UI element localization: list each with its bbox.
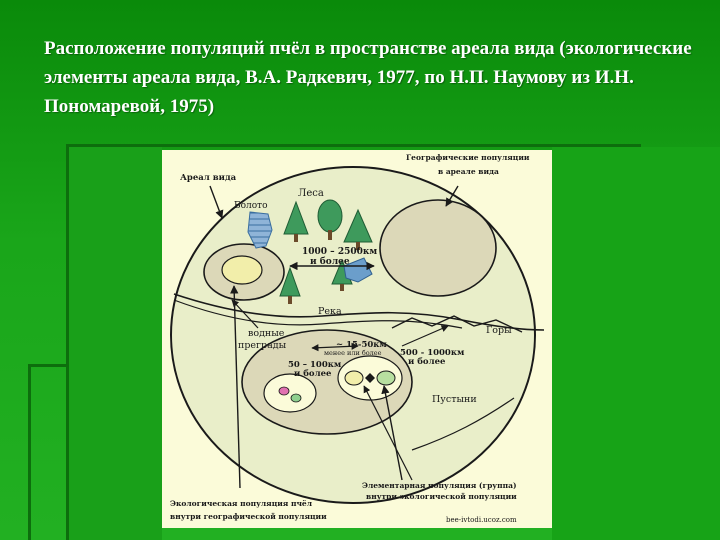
decor-bar-left	[66, 144, 69, 540]
elementary-diamond	[365, 373, 375, 383]
label-deserts: Пустыни	[432, 394, 477, 405]
forest-trees	[279, 199, 373, 304]
eco-population-left	[221, 255, 263, 285]
pointer-area	[209, 185, 224, 219]
label-river: Река	[318, 306, 342, 317]
label-dist-large-1: 1000 – 2500км	[302, 247, 377, 257]
pointer-elementary	[381, 385, 403, 481]
pointer-ecological	[230, 285, 241, 489]
label-elementary-1: Элементарная популяция (группа)	[362, 481, 517, 490]
label-ecological-1: Экологическая популяция пчёл	[170, 499, 313, 508]
label-area: Ареал вида	[180, 173, 237, 183]
decor-bar-top	[66, 144, 641, 147]
label-dist-small-2: менее или более	[324, 349, 382, 357]
elementary-group-2	[376, 370, 396, 386]
mountains-band	[391, 315, 523, 333]
decor-panel-right	[552, 147, 720, 540]
label-dist-50-100-2: и более	[294, 368, 332, 379]
arrow-mid-distance	[401, 325, 449, 347]
slide-title: Расположение популяций пчёл в пространст…	[44, 38, 692, 117]
label-dist-large-2: и более	[310, 256, 350, 267]
decor-bar-step	[28, 364, 68, 367]
geo-population-right	[379, 199, 497, 297]
watermark: bee-ivtodi.ucoz.com	[446, 516, 517, 524]
group-pink	[278, 386, 290, 396]
label-dist-mid-2: и более	[408, 356, 446, 367]
label-geo-populations-1: Географические популяции	[406, 153, 530, 162]
label-ecological-2: внутри географической популяции	[170, 512, 327, 521]
group-green	[290, 393, 302, 403]
label-dist-small-1: ~ 15-50км	[336, 340, 387, 350]
pointer-geo-pop	[445, 185, 459, 207]
desert-boundary	[411, 397, 515, 451]
swamp-area	[247, 211, 273, 249]
label-swamp: Болото	[234, 201, 268, 211]
eco-population-bottom-left	[263, 373, 317, 413]
diagram-svg: Ареал вида Географические популяции в ар…	[170, 153, 545, 524]
decor-panel-left	[69, 147, 162, 540]
label-geo-populations-2: в ареале вида	[438, 167, 499, 176]
label-elementary-2: внутри экологической популяции	[366, 492, 517, 501]
pointer-water	[231, 299, 259, 329]
elementary-group-1	[344, 370, 364, 386]
river-line	[173, 293, 545, 331]
pointer-elementary-2	[363, 385, 413, 481]
label-mountains: Горы	[486, 325, 512, 336]
diagram-figure: Ареал вида Географические популяции в ар…	[162, 150, 552, 528]
river-bank	[173, 299, 463, 329]
label-dist-mid-1: 500 - 1000км	[400, 348, 465, 358]
arrow-small-distance	[311, 342, 359, 352]
label-water-barriers-1: водные	[248, 328, 285, 339]
label-dist-50-100-1: 50 – 100км	[288, 360, 342, 370]
decor-bar-left-outer	[28, 364, 31, 540]
label-water-barriers-2: преграды	[238, 340, 287, 351]
label-forests: Леса	[298, 188, 324, 199]
